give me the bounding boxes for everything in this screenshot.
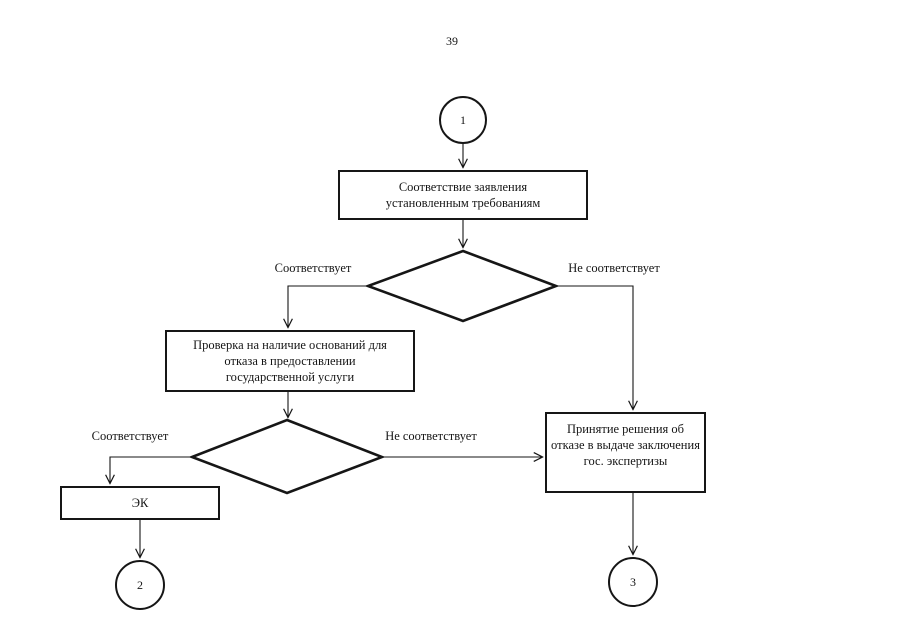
process-check-application-label: Соответствие заявления установленным тре… bbox=[385, 180, 541, 210]
connector-circle-start: 1 bbox=[439, 96, 487, 144]
process-check-grounds: Проверка на наличие оснований для отказа… bbox=[165, 330, 415, 392]
process-refusal-decision: Принятие решения об отказе в выдаче закл… bbox=[545, 412, 706, 493]
branch-label-decision2-yes: Соответствует bbox=[91, 429, 169, 443]
process-ek: ЭК bbox=[60, 486, 220, 520]
connector-circle-3: 3 bbox=[608, 557, 658, 607]
edge-decision1-no bbox=[556, 285, 633, 409]
connector-circle-2: 2 bbox=[115, 560, 165, 610]
process-check-grounds-label: Проверка на наличие оснований для отказа… bbox=[193, 338, 387, 384]
decision-diamond-application bbox=[364, 249, 560, 323]
flowchart-edges bbox=[110, 144, 633, 557]
process-refusal-decision-label: Принятие решения об отказе в выдаче закл… bbox=[551, 422, 700, 468]
decision-diamond-grounds bbox=[188, 418, 386, 495]
connector-start-label: 1 bbox=[460, 113, 466, 127]
branch-label-decision1-no: Не соответствует bbox=[568, 261, 660, 275]
process-check-application: Соответствие заявления установленным тре… bbox=[338, 170, 588, 220]
connector-3-label: 3 bbox=[630, 575, 636, 589]
branch-label-decision1-yes: Соответствует bbox=[274, 261, 352, 275]
edge-decision1-yes bbox=[288, 285, 368, 327]
process-ek-label: ЭК bbox=[131, 496, 149, 510]
branch-label-decision2-no: Не соответствует bbox=[385, 429, 477, 443]
connector-2-label: 2 bbox=[137, 578, 143, 592]
page-number: 39 bbox=[446, 34, 458, 48]
edge-decision2-yes bbox=[110, 456, 192, 483]
